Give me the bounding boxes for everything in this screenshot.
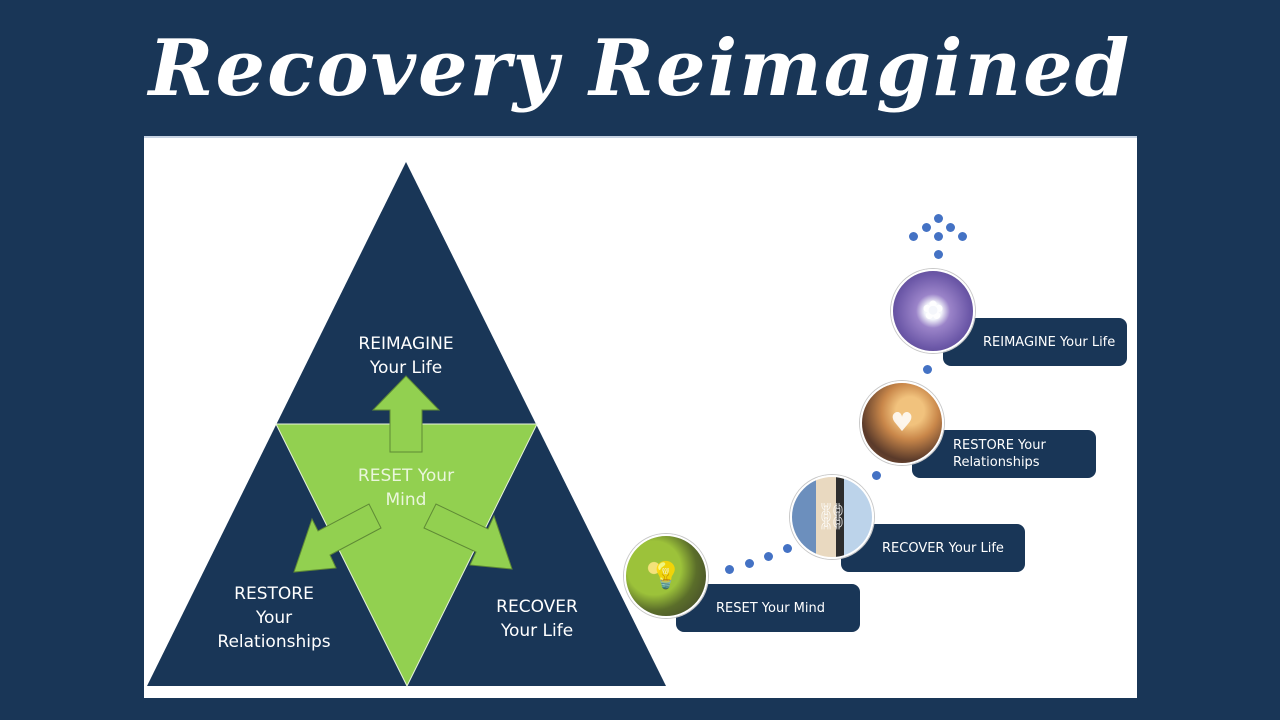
triangle-label-recover: RECOVER Your Life — [496, 597, 578, 641]
path-dot — [872, 471, 881, 480]
path-dot — [923, 365, 932, 374]
up-dotted-arrow-icon — [958, 232, 967, 241]
up-arrow-icon — [371, 375, 441, 453]
path-dot — [725, 565, 734, 574]
up-dotted-arrow-icon — [922, 223, 931, 232]
down-right-arrow-icon — [423, 503, 513, 570]
hugging-couple-icon: ♥ — [860, 381, 944, 465]
woman-lavender-field-icon: ✿ — [891, 269, 975, 353]
path-dot — [783, 544, 792, 553]
step-box-restore: RESTORE Your Relationships — [912, 430, 1096, 478]
down-left-arrow-icon — [293, 503, 382, 573]
step-box-reimagine: REIMAGINE Your Life — [943, 318, 1127, 366]
step-box-reset: RESET Your Mind — [676, 584, 860, 632]
pyramid-diagram — [147, 162, 666, 688]
triangle-label-reset: RESET Your Mind — [357, 466, 455, 510]
content-panel: REIMAGINE Your Life RESET Your Mind REST… — [144, 136, 1137, 698]
up-dotted-arrow-icon — [934, 214, 943, 223]
triangle-label-reimagine: REIMAGINE Your Life — [358, 334, 454, 378]
woman-lightbulb-head-icon: 💡 — [624, 534, 708, 618]
path-dot — [934, 250, 943, 259]
path-dot — [764, 552, 773, 561]
path-dot — [745, 559, 754, 568]
up-dotted-arrow-icon — [946, 223, 955, 232]
triangle-label-restore: RESTORE Your Relationships — [217, 584, 331, 652]
page-title: Recovery Reimagined — [148, 23, 1132, 114]
step-box-recover: RECOVER Your Life — [841, 524, 1025, 572]
up-dotted-arrow-icon — [909, 232, 918, 241]
broken-chain-hands-icon: ⛓ — [790, 475, 874, 559]
up-dotted-arrow-icon — [934, 232, 943, 241]
